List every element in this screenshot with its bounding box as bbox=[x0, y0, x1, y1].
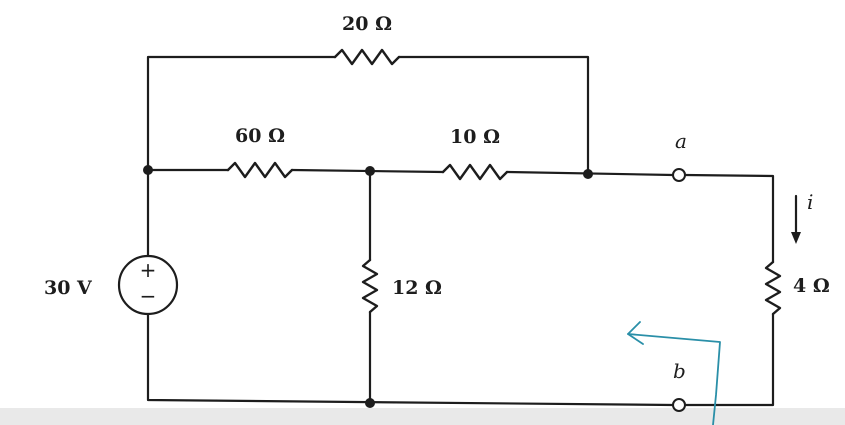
resistor-12-ohm bbox=[361, 258, 379, 314]
label-20-ohm: 20 Ω bbox=[342, 13, 392, 35]
wire-right-top bbox=[683, 173, 775, 264]
wire-bottom bbox=[146, 312, 675, 407]
annotation-arrow-line bbox=[627, 333, 721, 425]
current-arrow-head bbox=[791, 232, 801, 244]
wire-top-right bbox=[397, 55, 590, 176]
label-terminal-a: a bbox=[675, 129, 687, 153]
wire-top-left bbox=[146, 55, 337, 172]
label-4-ohm: 4 Ω bbox=[793, 275, 830, 297]
resistor-4-ohm bbox=[764, 260, 782, 316]
resistor-20-ohm bbox=[333, 48, 401, 66]
label-10-ohm: 10 Ω bbox=[450, 126, 500, 148]
junction-bottom bbox=[365, 398, 375, 408]
label-12-ohm: 12 Ω bbox=[392, 277, 442, 299]
terminal-b bbox=[672, 398, 686, 412]
label-terminal-b: b bbox=[673, 359, 686, 383]
source-minus-sign: − bbox=[140, 284, 157, 308]
junction-middle bbox=[365, 166, 375, 176]
label-30-volt: 30 V bbox=[44, 277, 93, 299]
terminal-a bbox=[672, 168, 686, 182]
resistor-60-ohm bbox=[226, 161, 294, 179]
bottom-strip bbox=[0, 408, 845, 425]
label-current-i: i bbox=[807, 190, 813, 214]
junction-right bbox=[583, 169, 593, 179]
resistor-10-ohm bbox=[441, 163, 509, 181]
junction-left bbox=[143, 165, 153, 175]
wire-right-bottom bbox=[683, 312, 775, 407]
label-60-ohm: 60 Ω bbox=[235, 125, 285, 147]
source-plus-sign: + bbox=[140, 258, 157, 282]
annotation-arrow-head bbox=[627, 321, 644, 345]
